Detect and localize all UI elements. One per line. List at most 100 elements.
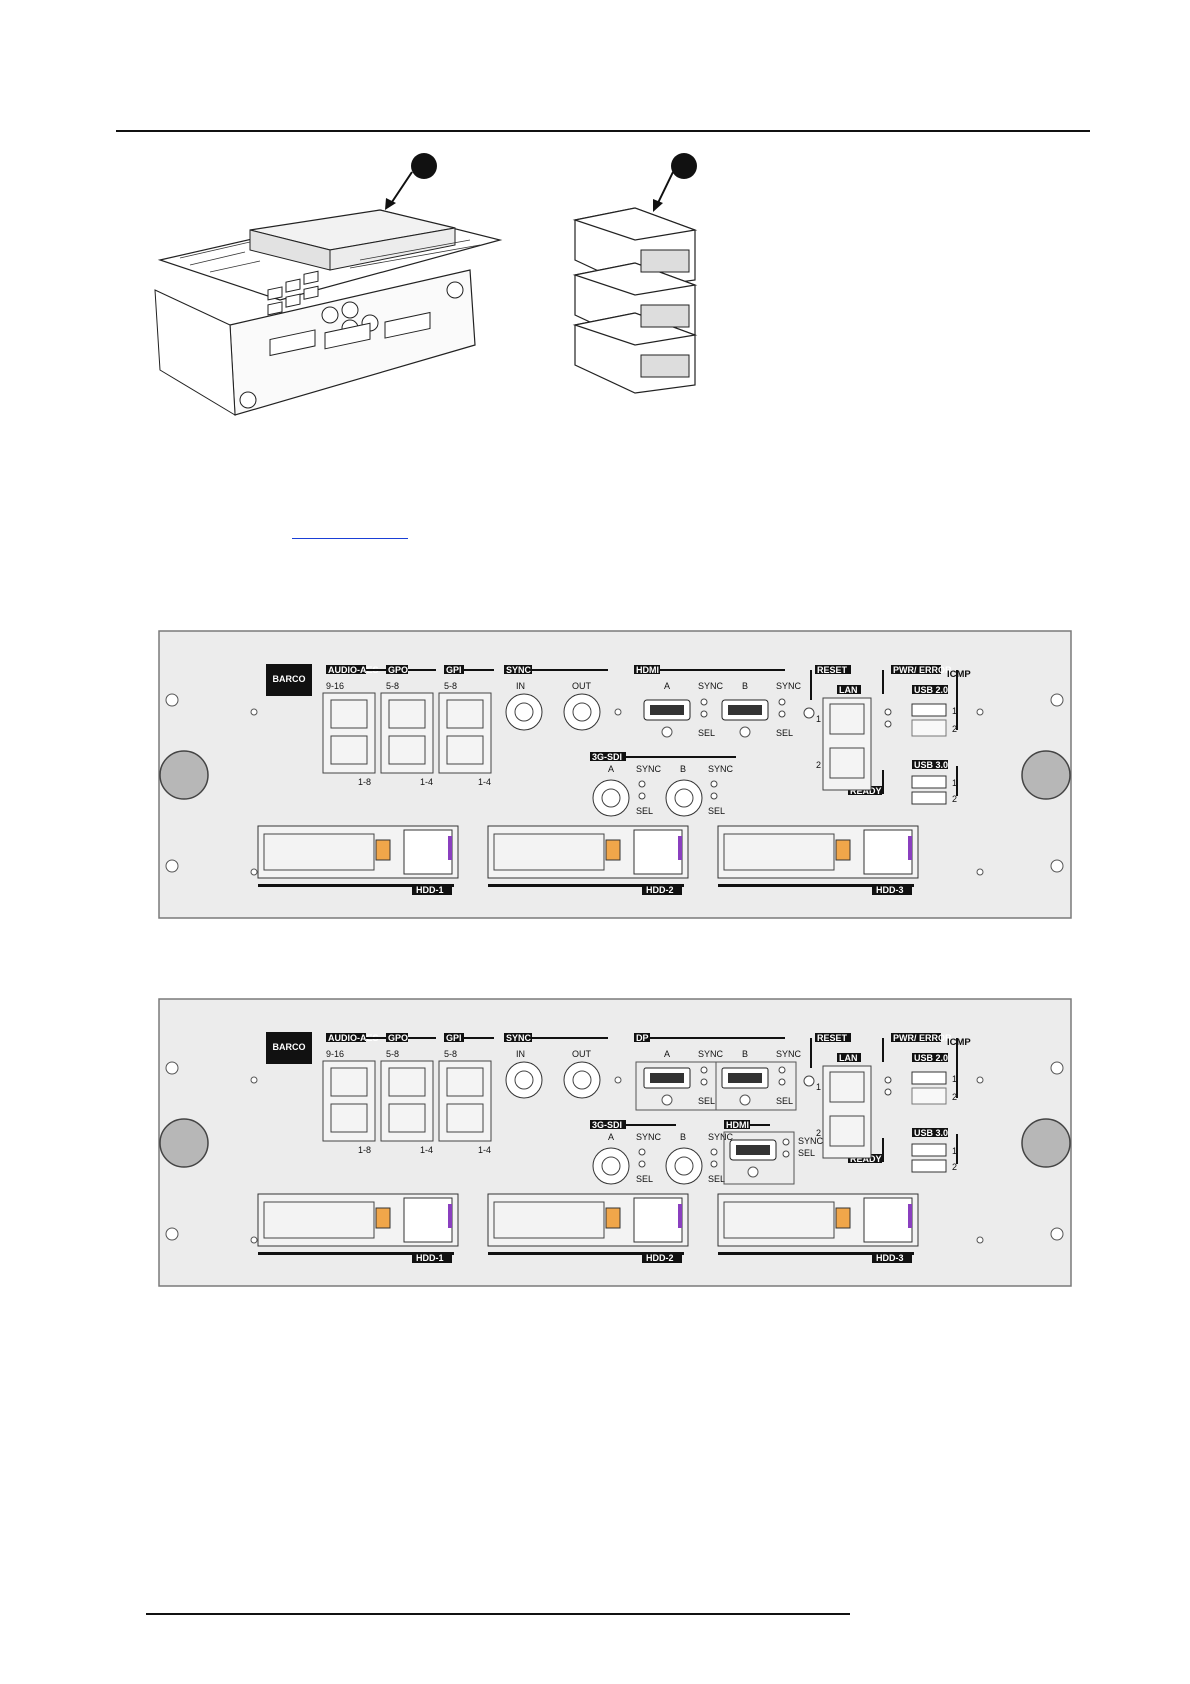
gpo-port-block[interactable] (380, 1060, 434, 1142)
reset-button[interactable] (803, 1075, 815, 1087)
hdd-drives-illustration (565, 150, 715, 420)
port-label-gpo-top: 5-8 (386, 681, 399, 691)
group-label-video: DP (636, 1033, 649, 1043)
port-label-audio-top: 9-16 (326, 681, 344, 691)
sdi-label-a: A (608, 764, 614, 774)
usb3-port-1[interactable] (911, 1143, 947, 1157)
led-label-sync-b: SYNC (776, 681, 802, 691)
group-label-usb3: USB 3.0 (914, 1128, 948, 1138)
sdi-led-sel-b: SEL (708, 806, 725, 816)
group-label-usb2: USB 2.0 (914, 685, 948, 695)
usb2-port-1[interactable] (911, 703, 947, 717)
sync-out-bnc-connector[interactable] (563, 1061, 601, 1099)
group-label-ready: READY (850, 786, 882, 796)
port-label-gpi-bottom: 1-4 (478, 1145, 491, 1155)
sync-in-bnc-connector[interactable] (505, 693, 543, 731)
port-label-sync-out: OUT (572, 681, 592, 691)
group-label-gpo: GPO (388, 1033, 408, 1043)
icmp-board-illustration (150, 150, 520, 420)
reset-button[interactable] (803, 707, 815, 719)
group-label-lan: LAN (839, 1053, 858, 1063)
sdi-led-sync-b: SYNC (708, 764, 734, 774)
group-label-usb3: USB 3.0 (914, 760, 948, 770)
brand-logo: BARCO (273, 1042, 306, 1052)
hdd-label-2: HDD-2 (646, 885, 674, 895)
video-port-label-b: B (742, 681, 748, 691)
gpo-port-block[interactable] (380, 692, 434, 774)
usb3-label-1: 1 (952, 1146, 957, 1156)
sync-in-bnc-connector[interactable] (505, 1061, 543, 1099)
usb3-label-2: 2 (952, 794, 957, 804)
group-label-audio-aes: AUDIO-AES (328, 1033, 379, 1043)
hdd-label-3: HDD-3 (876, 1253, 904, 1263)
group-label-sync: SYNC (506, 1033, 532, 1043)
led-label-sel-b: SEL (776, 728, 793, 738)
port-label-gpo-bottom: 1-4 (420, 777, 433, 787)
rear-panel-hdmi-version: BARCO AUDIO-AES GPO GPI SYNC HDMI RESET … (158, 630, 1073, 920)
sdi-label-b: B (680, 764, 686, 774)
header-rule (116, 130, 1090, 132)
sdi-led-sync-b: SYNC (708, 1132, 734, 1142)
sdi-b-bnc-connector[interactable] (665, 1147, 703, 1185)
hdmi-led-sel: SEL (798, 1148, 815, 1158)
group-label-sync: SYNC (506, 665, 532, 675)
lan-port-block[interactable] (822, 697, 872, 791)
group-label-gpi: GPI (446, 1033, 462, 1043)
video-port-label-b: B (742, 1049, 748, 1059)
led-label-sel-a: SEL (698, 1096, 715, 1106)
lan-port-block[interactable] (822, 1065, 872, 1159)
lan-label-1: 1 (816, 1082, 821, 1092)
port-label-gpo-bottom: 1-4 (420, 1145, 433, 1155)
sdi-label-b: B (680, 1132, 686, 1142)
usb2-port-2[interactable] (911, 719, 947, 737)
group-label-gpo: GPO (388, 665, 408, 675)
group-label-audio-aes: AUDIO-AES (328, 665, 379, 675)
usb3-port-2[interactable] (911, 1159, 947, 1173)
lan-label-2: 2 (816, 760, 821, 770)
usb2-label-1: 1 (952, 1074, 957, 1084)
usb3-port-1[interactable] (911, 775, 947, 789)
sdi-a-bnc-connector[interactable] (592, 779, 630, 817)
hdd-label-3: HDD-3 (876, 885, 904, 895)
audio-aes-port-block[interactable] (322, 692, 376, 774)
rear-panel-dp-version: BARCO AUDIO-AES GPO GPI SYNC DP RESET PW… (158, 998, 1073, 1288)
sdi-led-sel-a: SEL (636, 806, 653, 816)
sdi-a-bnc-connector[interactable] (592, 1147, 630, 1185)
audio-aes-port-block[interactable] (322, 1060, 376, 1142)
port-label-audio-bottom: 1-8 (358, 777, 371, 787)
sync-out-bnc-connector[interactable] (563, 693, 601, 731)
usb2-label-1: 1 (952, 706, 957, 716)
gpi-port-block[interactable] (438, 1060, 492, 1142)
usb3-label-1: 1 (952, 778, 957, 788)
usb2-port-1[interactable] (911, 1071, 947, 1085)
hdd-label-1: HDD-1 (416, 885, 444, 895)
group-label-sdi: 3G-SDI (592, 752, 622, 762)
group-label-reset: RESET (817, 665, 848, 675)
hdd-label-1: HDD-1 (416, 1253, 444, 1263)
sdi-b-bnc-connector[interactable] (665, 779, 703, 817)
group-label-gpi: GPI (446, 665, 462, 675)
model-label: ICMP (947, 1037, 971, 1048)
port-label-gpi-bottom: 1-4 (478, 777, 491, 787)
sdi-led-sync-a: SYNC (636, 1132, 662, 1142)
footer-rule (146, 1613, 850, 1615)
lan-label-1: 1 (816, 714, 821, 724)
group-label-pwr-error: PWR/ ERROR (893, 665, 952, 675)
usb3-port-2[interactable] (911, 791, 947, 805)
group-label-lan: LAN (839, 685, 858, 695)
led-label-sel-a: SEL (698, 728, 715, 738)
usb2-label-2: 2 (952, 724, 957, 734)
port-label-gpi-top: 5-8 (444, 1049, 457, 1059)
usb2-port-2[interactable] (911, 1087, 947, 1105)
hdd-label-2: HDD-2 (646, 1253, 674, 1263)
group-label-sdi: 3G-SDI (592, 1120, 622, 1130)
hdmi-led-sync: SYNC (798, 1136, 824, 1146)
led-label-sel-b: SEL (776, 1096, 793, 1106)
sdi-led-sel-b: SEL (708, 1174, 725, 1184)
led-label-sync-a: SYNC (698, 681, 724, 691)
port-label-audio-top: 9-16 (326, 1049, 344, 1059)
group-label-hdmi: HDMI (726, 1120, 749, 1130)
cross-reference-link[interactable] (292, 528, 408, 540)
gpi-port-block[interactable] (438, 692, 492, 774)
sdi-led-sel-a: SEL (636, 1174, 653, 1184)
